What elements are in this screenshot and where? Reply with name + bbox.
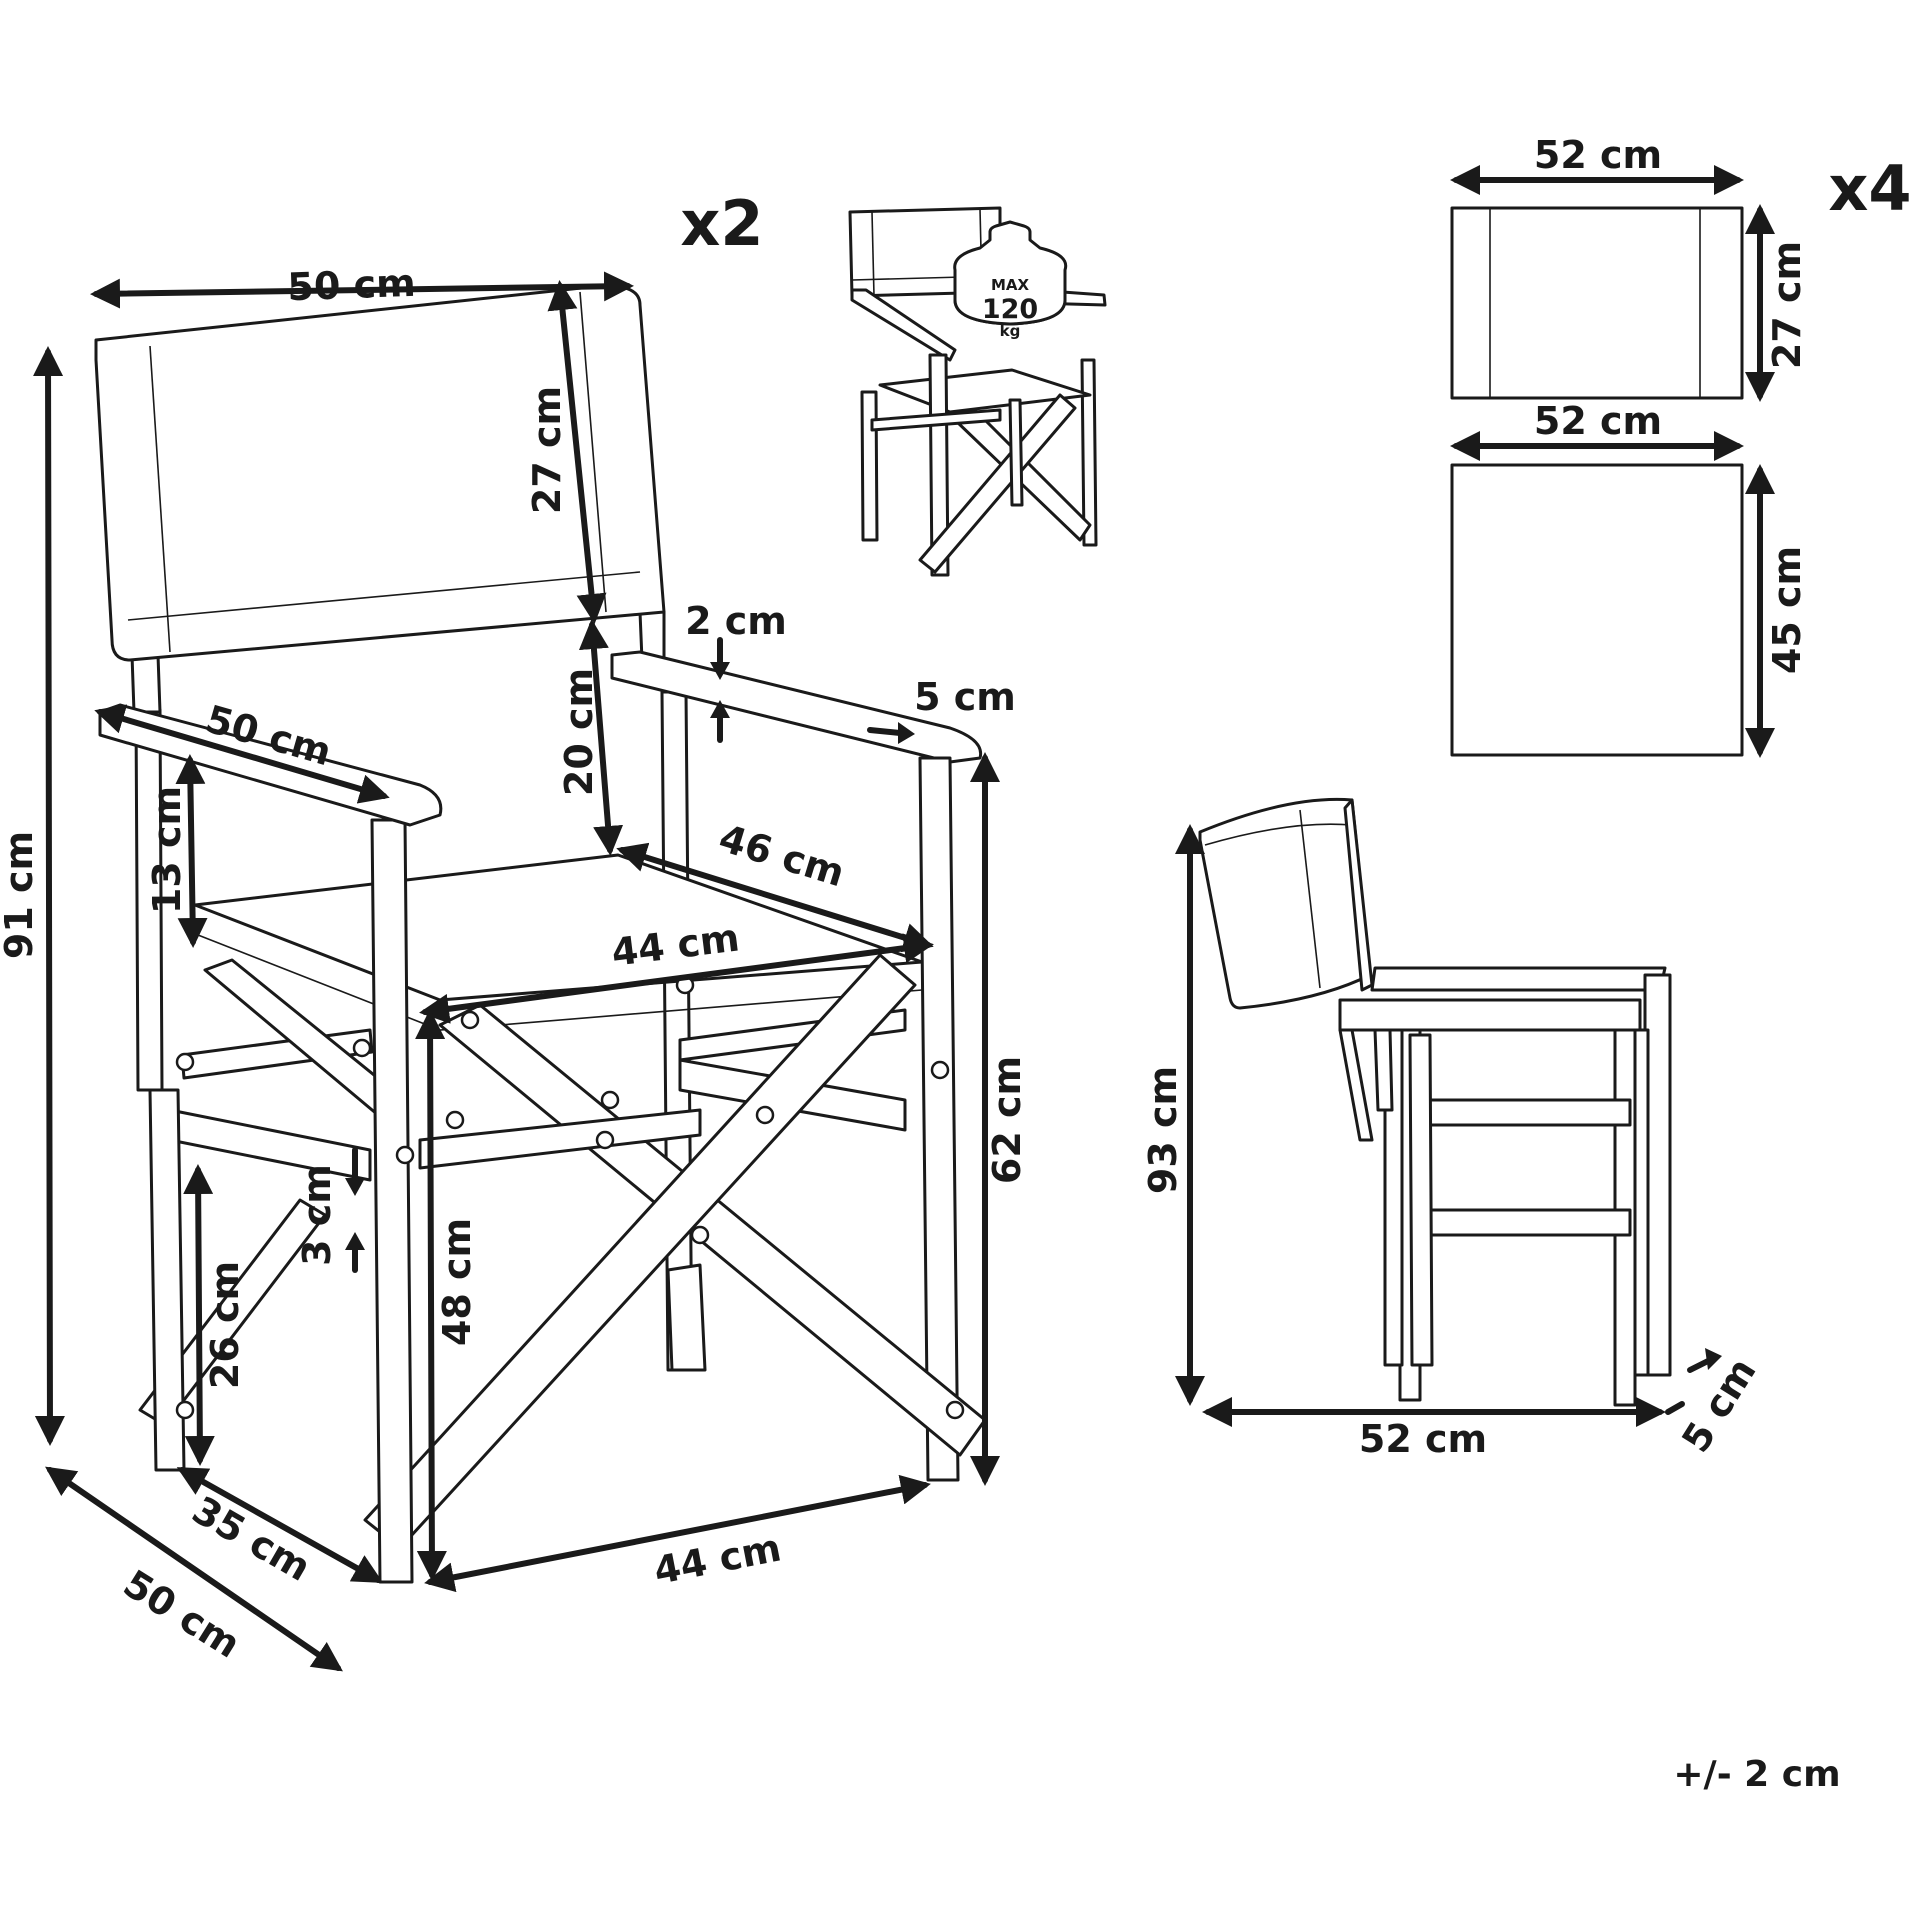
badge-unit: kg — [1000, 322, 1021, 340]
dim-back-to-seat: 20 cm — [557, 668, 601, 796]
dim-folded-height: 93 cm — [1141, 1066, 1185, 1194]
rivets — [175, 975, 965, 1420]
dim-folded-thickness: 5 cm — [1673, 1350, 1764, 1460]
dim-back-width: 50 cm — [287, 261, 417, 309]
fabric-seat-piece: 52 cm 45 cm — [1450, 399, 1809, 758]
dim-arm-thickness: 2 cm — [685, 599, 787, 643]
small-chair-drawing: MAX 120 kg — [848, 206, 1107, 577]
folded-chair-drawing: 93 cm 52 cm 5 cm — [1141, 797, 1765, 1461]
dim-rail-thickness: 3 cm — [295, 1164, 339, 1266]
main-chair-dimension-lines — [33, 271, 1000, 1672]
main-chair-drawing: 50 cm 27 cm 20 cm 2 cm 5 cm 50 cm 13 cm … — [0, 261, 1029, 1672]
dim-fabric-seat-height: 45 cm — [1765, 546, 1809, 674]
dim-back-height: 27 cm — [525, 386, 569, 514]
front-leg-left — [370, 818, 414, 1584]
fabric-back-piece: 52 cm 27 cm — [1450, 133, 1809, 402]
fabric-seat-rect — [1450, 463, 1744, 757]
dim-arm-width: 5 cm — [914, 675, 1016, 719]
tolerance-note: +/- 2 cm — [1673, 1754, 1840, 1795]
dim-seat-height: 48 cm — [435, 1218, 479, 1346]
dim-arm-above-seat: 13 cm — [145, 786, 189, 914]
dim-rail-height: 26 cm — [203, 1261, 247, 1389]
fabric-back-rect — [1450, 206, 1744, 400]
rear-leg-foot — [666, 1263, 707, 1372]
dim-depth-total: 50 cm — [116, 1561, 248, 1666]
back-post-left — [130, 653, 162, 714]
folded-backrest — [1198, 797, 1372, 1010]
multiplier-chairs: x2 — [680, 187, 763, 260]
dim-folded-width: 52 cm — [1359, 1417, 1487, 1461]
dim-total-height: 91 cm — [0, 831, 41, 959]
multiplier-fabrics: x4 — [1828, 152, 1911, 225]
dim-arm-height: 62 cm — [985, 1056, 1029, 1184]
dim-fabric-back-height: 27 cm — [1765, 241, 1809, 369]
weight-badge — [953, 220, 1068, 326]
badge-max: MAX — [991, 276, 1030, 294]
dim-fabric-seat-width: 52 cm — [1534, 399, 1662, 443]
badge-value: 120 — [982, 294, 1038, 325]
folded-armrest — [1338, 998, 1642, 1032]
dim-fabric-back-width: 52 cm — [1534, 133, 1662, 177]
